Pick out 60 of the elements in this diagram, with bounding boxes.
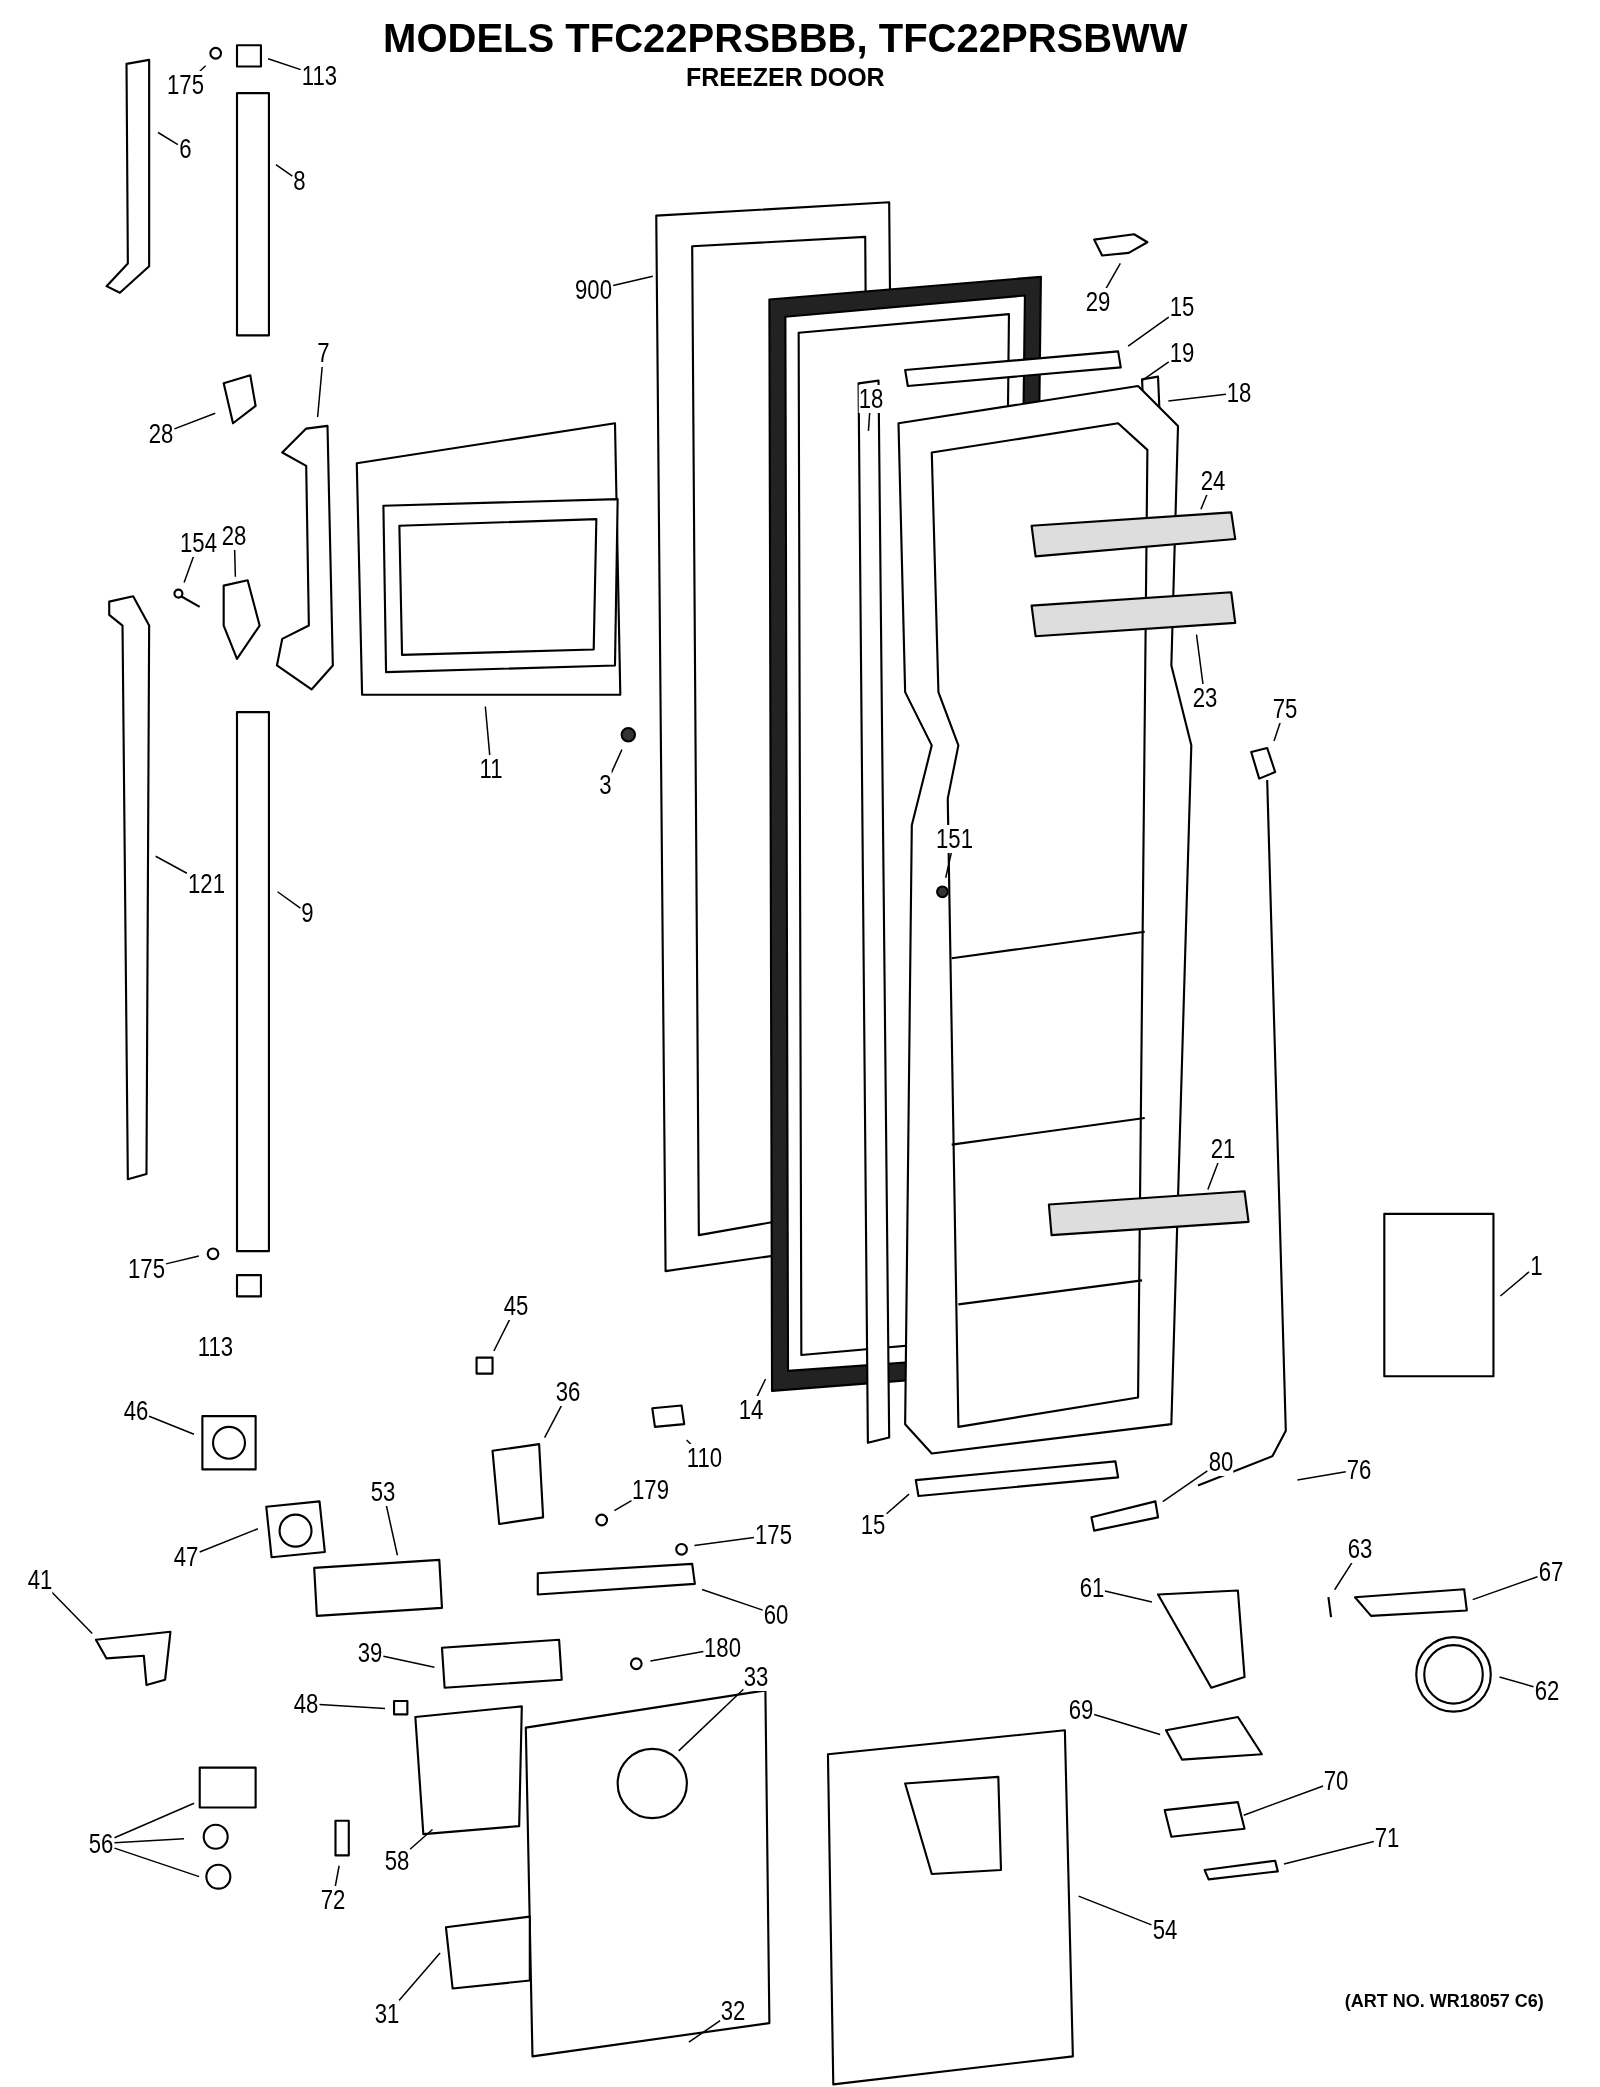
leader-line — [197, 65, 207, 74]
leader-line — [382, 1655, 436, 1669]
leader-line — [612, 275, 654, 287]
leader-line — [1333, 1560, 1354, 1591]
diagram-title: MODELS TFC22PRSBBB, TFC22PRSBWW — [383, 15, 1188, 61]
leader-line — [1207, 1160, 1220, 1191]
leader-line — [1471, 1576, 1539, 1601]
leader-line — [233, 547, 237, 578]
leader-line — [678, 1688, 745, 1752]
leader-line — [275, 163, 294, 177]
leader-line — [1499, 1271, 1530, 1297]
leader-line — [1162, 1470, 1209, 1503]
leader-line — [334, 1865, 340, 1889]
leader-line — [183, 554, 195, 584]
leader-line — [409, 1828, 434, 1850]
leader-line — [318, 1703, 386, 1710]
leader-line — [1093, 1713, 1161, 1736]
leader-line — [1127, 316, 1170, 347]
leader-line — [1283, 1840, 1375, 1865]
leader-line — [1167, 393, 1227, 402]
leader-line — [493, 1317, 512, 1352]
leader-line — [276, 891, 302, 909]
leader-line — [198, 1528, 259, 1553]
leader-line — [1498, 1676, 1535, 1688]
section-subtitle: FREEZER DOOR — [686, 62, 885, 92]
leader-line — [165, 1255, 200, 1265]
callout-number: 113 — [198, 1333, 234, 1362]
leader-line — [701, 1588, 764, 1611]
leader-line — [154, 855, 188, 874]
leader-line — [649, 1650, 705, 1662]
leader-line — [885, 1493, 910, 1515]
leader-line — [157, 131, 179, 146]
leader-line — [113, 1847, 200, 1878]
leader-line — [1195, 633, 1204, 687]
leader-line — [1077, 1895, 1153, 1926]
leader-line — [173, 412, 216, 430]
leader-line — [385, 1503, 399, 1556]
leader-line — [267, 58, 302, 71]
callout-number: 18 — [858, 385, 883, 414]
leader-line — [1140, 361, 1170, 382]
leader-line — [1104, 1590, 1153, 1603]
leader-line — [685, 1439, 693, 1447]
leader-line — [113, 1838, 185, 1844]
leader-line — [693, 1536, 755, 1547]
leader-line — [148, 1415, 195, 1435]
art-number-note: (ART NO. WR18057 C6) — [1344, 1991, 1544, 2013]
leader-line — [543, 1403, 563, 1439]
leader-line — [113, 1802, 195, 1839]
leader-line — [613, 1499, 633, 1512]
leader-line — [688, 2019, 721, 2043]
leader-line — [1242, 1785, 1324, 1816]
leader-line — [610, 748, 623, 775]
leader-line — [867, 410, 871, 432]
leader-line — [755, 1378, 767, 1399]
leader-line — [316, 364, 324, 418]
leader-line — [397, 1952, 441, 2003]
leader-line — [1104, 262, 1122, 291]
leader-line — [1273, 720, 1282, 742]
leader-line — [1296, 1471, 1347, 1481]
leader-line — [50, 1591, 93, 1635]
